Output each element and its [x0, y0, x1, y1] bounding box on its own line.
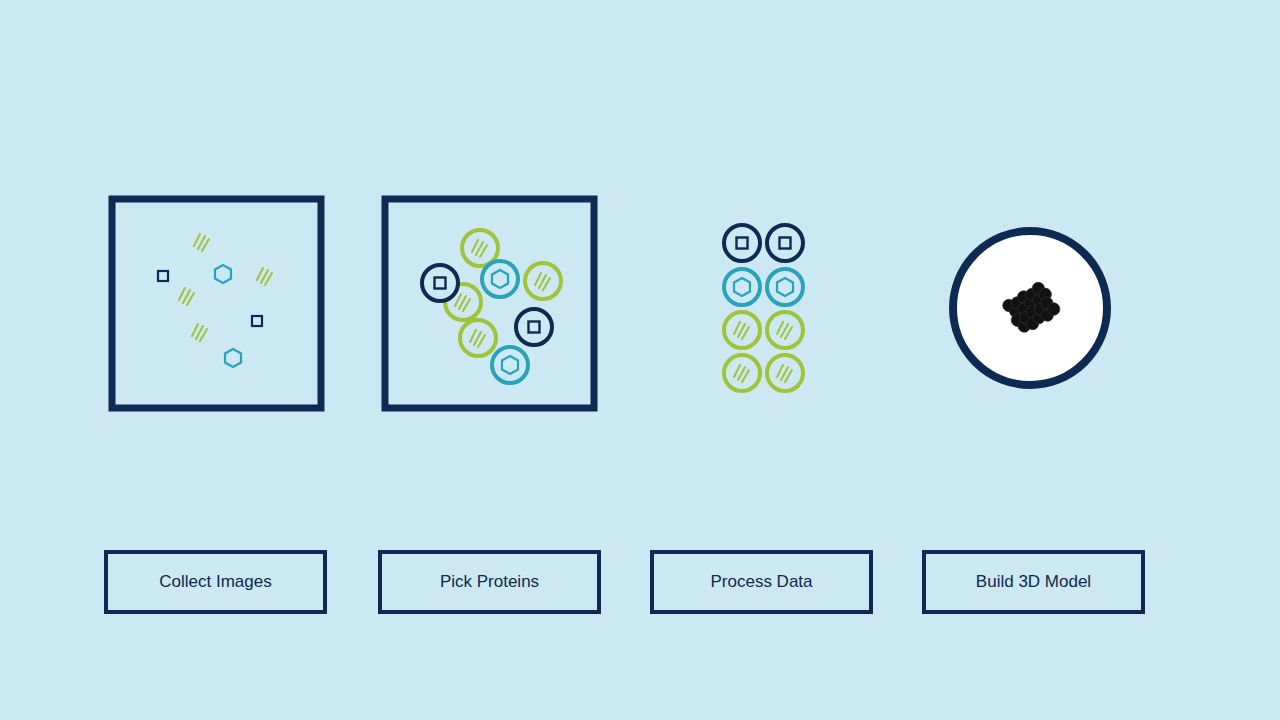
process-box: Collect Images [104, 550, 327, 614]
step-label: Process Data [698, 572, 824, 592]
picking-frame [385, 199, 594, 408]
process-box: Process Data [650, 550, 873, 614]
step-label: Pick Proteins [428, 572, 551, 592]
micrograph-frame [112, 199, 321, 408]
process-box: Build 3D Model [922, 550, 1145, 614]
step-label: Collect Images [147, 572, 283, 592]
process-box: Pick Proteins [378, 550, 601, 614]
protein-model [1000, 278, 1063, 337]
step-label: Build 3D Model [964, 572, 1103, 592]
model-frame [953, 231, 1107, 385]
